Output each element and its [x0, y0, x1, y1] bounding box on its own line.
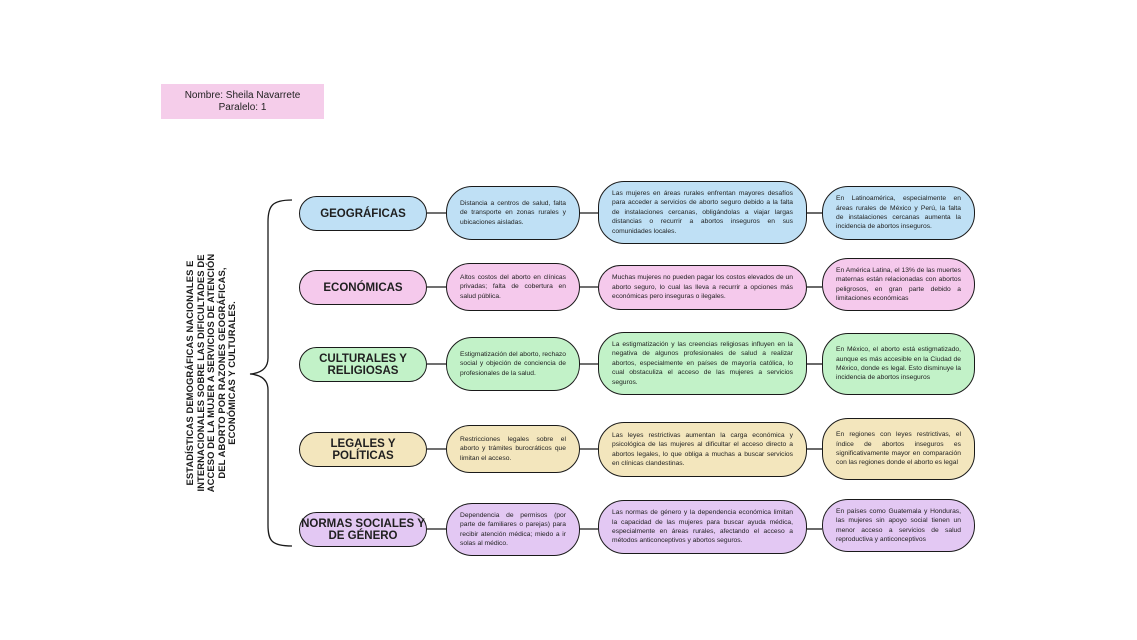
legales-factors: Restricciones legales sobre el aborto y … [446, 425, 580, 473]
legales-statistic: En regiones con leyes restrictivas, el í… [822, 418, 975, 480]
row-connectors [427, 212, 822, 530]
category-legales-politicas: LEGALES Y POLÍTICAS [299, 432, 427, 467]
student-paralelo: Paralelo: 1 [218, 101, 267, 113]
geograficas-statistic: En Latinoamérica, especialmente en áreas… [822, 186, 975, 240]
normas-statistic: En países como Guatemala y Honduras, las… [822, 499, 975, 552]
legales-impact: Las leyes restrictivas aumentan la carga… [598, 422, 807, 477]
category-culturales-religiosas: CULTURALES Y RELIGIOSAS [299, 347, 427, 382]
normas-factors: Dependencia de permisos (por parte de fa… [446, 503, 580, 556]
student-name: Nombre: Sheila Navarrete [184, 89, 301, 101]
normas-impact: Las normas de género y la dependencia ec… [598, 500, 807, 554]
student-info-card: Nombre: Sheila Navarrete Paralelo: 1 [161, 84, 324, 119]
economicas-statistic: En América Latina, el 13% de las muertes… [822, 258, 975, 311]
culturales-impact: La estigmatización y las creencias relig… [598, 332, 807, 395]
culturales-factors: Estigmatización del aborto, rechazo soci… [446, 337, 580, 391]
geograficas-factors: Distancia a centros de salud, falta de t… [446, 186, 580, 240]
main-brace [249, 199, 293, 547]
economicas-factors: Altos costos del aborto en clínicas priv… [446, 263, 580, 311]
category-geograficas: GEOGRÁFICAS [299, 196, 427, 231]
category-economicas: ECONÓMICAS [299, 270, 427, 305]
category-normas-sociales-genero: NORMAS SOCIALES Y DE GÉNERO [299, 512, 427, 547]
culturales-statistic: En México, el aborto está estigmatizado,… [822, 333, 975, 395]
geograficas-impact: Las mujeres en áreas rurales enfrentan m… [598, 181, 807, 244]
economicas-impact: Muchas mujeres no pueden pagar los costo… [598, 265, 807, 310]
